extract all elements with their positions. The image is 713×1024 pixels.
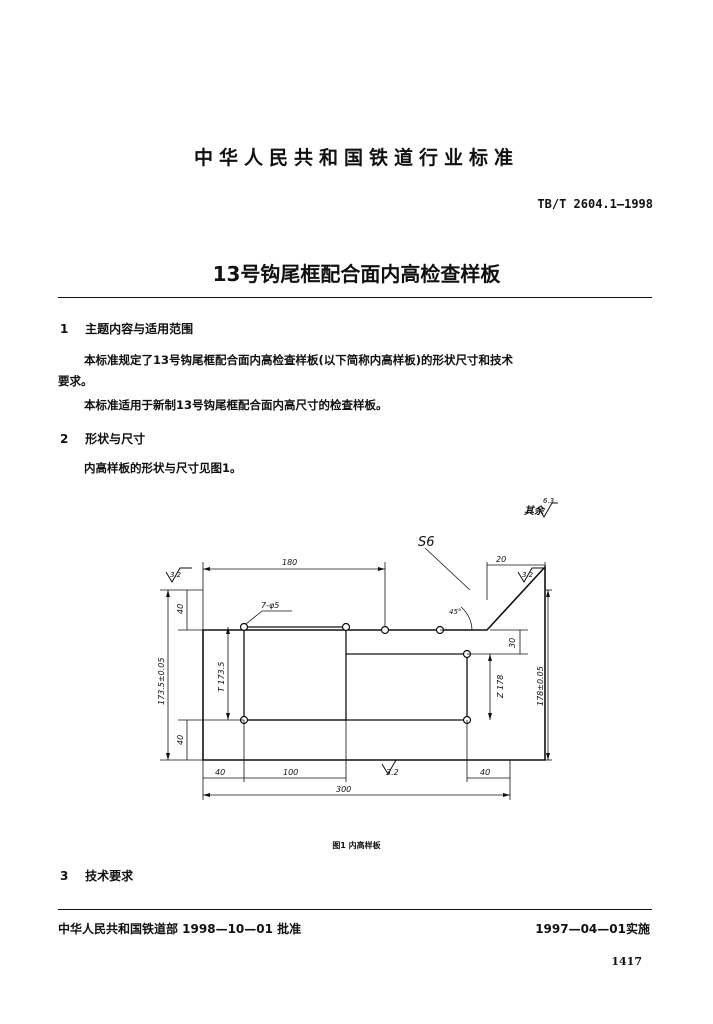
section-3-heading: 3 技术要求	[60, 867, 133, 884]
dimension-arrows	[166, 567, 550, 797]
section-1-number: 1	[60, 322, 69, 336]
section-2-para: 内高样板的形状与尺寸见图1。	[84, 461, 242, 475]
dim-holes: 7-φ5	[261, 601, 279, 610]
inner-window-right	[346, 653, 468, 720]
section-2-heading: 2 形状与尺寸	[60, 430, 145, 447]
dim-right-total: 178±0.05	[536, 666, 545, 706]
dim-t173: T 173.5	[217, 662, 226, 692]
section-3-title: 技术要求	[85, 869, 134, 883]
dim-z178: Z 178	[496, 675, 505, 699]
page-number: 1417	[611, 955, 642, 968]
dim-40-bottom: 40	[176, 735, 185, 745]
section-1-para1-line2: 要求。	[58, 374, 93, 388]
section-1-para2: 本标准适用于新制13号钩尾框配合面内高尺寸的检查样板。	[84, 398, 388, 412]
hole	[341, 622, 351, 632]
figure-caption: 图1 内高样板	[332, 841, 381, 850]
standard-number: TB/T 2604.1—1998	[537, 197, 653, 211]
section-1-title: 主题内容与适用范围	[85, 322, 194, 336]
rough-left: 3.2	[170, 571, 182, 579]
dim-b40-left: 40	[215, 768, 225, 777]
section-1-para1-line1: 本标准规定了13号钩尾框配合面内高检查样板(以下简称内高样板)的形状尺寸和技术	[84, 353, 514, 367]
hole	[239, 622, 249, 632]
rough-rest-value: 6.3	[543, 497, 554, 505]
figure-1-drawing: 180 S6 20 7-φ5 45° 3.2 3.2 3.2 6.3 其余 40…	[157, 497, 558, 800]
dim-left-total: 173.5±0.05	[157, 658, 166, 705]
dim-angle: 45°	[449, 608, 461, 616]
implementation-date: 1997—04—01实施	[535, 922, 650, 936]
dim-180: 180	[282, 558, 297, 567]
section-3-number: 3	[60, 869, 69, 883]
dim-chamfer: S6	[418, 535, 435, 550]
hole	[380, 625, 390, 635]
document-title: 13号钩尾框配合面内高检查样板	[212, 262, 501, 286]
rough-rest-label: 其余	[524, 505, 546, 517]
issuing-organization: 中华人民共和国铁道行业标准	[193, 147, 519, 169]
plate-outline	[202, 564, 546, 761]
holes-group	[239, 622, 472, 725]
dim-b100: 100	[283, 768, 298, 777]
rough-bottom: 3.2	[386, 768, 399, 777]
dim-30: 30	[508, 638, 517, 648]
dim-40-top: 40	[176, 604, 185, 614]
inner-window-left	[243, 626, 347, 721]
dim-20: 20	[496, 555, 506, 564]
dim-300: 300	[336, 785, 351, 794]
roughness-marks	[165, 502, 558, 775]
title-rule	[58, 297, 652, 298]
dimension-lines	[160, 547, 552, 800]
section-2-number: 2	[60, 432, 69, 446]
approval-date: 中华人民共和国铁道部 1998—10—01 批准	[58, 922, 302, 936]
section-1-heading: 1 主题内容与适用范围	[60, 320, 193, 337]
rough-right: 3.2	[522, 571, 534, 579]
section-2-title: 形状与尺寸	[85, 432, 146, 446]
dim-b40-right: 40	[480, 768, 490, 777]
footer-rule	[58, 909, 652, 910]
